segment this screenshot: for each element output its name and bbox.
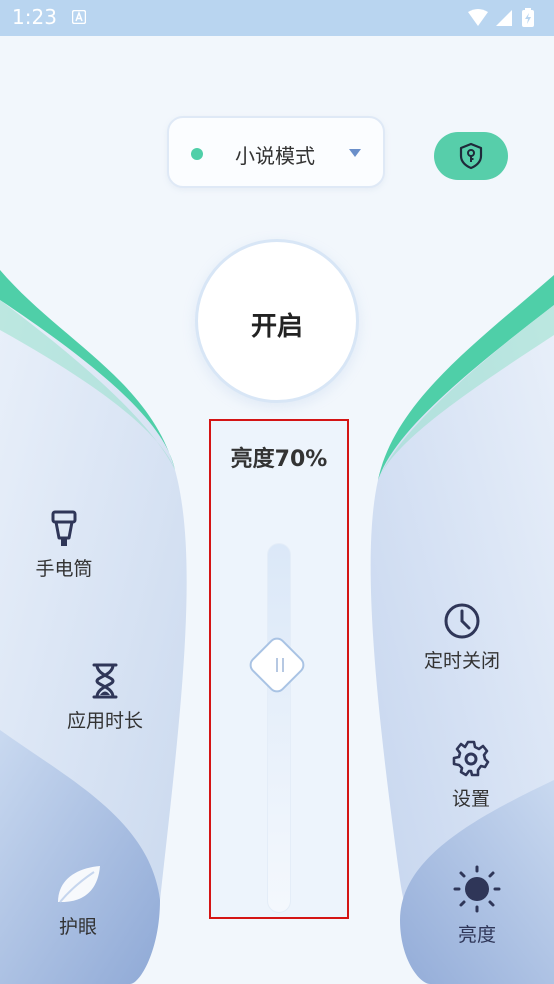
clock-icon xyxy=(444,603,480,639)
leaf-icon xyxy=(58,866,100,903)
brightness-title: 亮度70% xyxy=(230,447,328,472)
shield-key-icon xyxy=(459,142,483,170)
mode-label: 小说模式 xyxy=(235,144,315,168)
mode-status-dot xyxy=(191,148,203,160)
power-toggle-button[interactable]: 开启 xyxy=(195,239,359,403)
app-time-label: 应用时长 xyxy=(66,710,143,732)
notification-icon xyxy=(72,10,86,24)
settings-label: 设置 xyxy=(451,788,490,810)
mode-dropdown[interactable]: 小说模式 xyxy=(167,116,385,188)
timer-off-label: 定时关闭 xyxy=(423,650,500,672)
status-bar: 1:23 xyxy=(0,0,554,36)
slider-grip-icon xyxy=(276,658,284,672)
system-status-icons xyxy=(468,8,534,27)
settings-button[interactable]: 设置 xyxy=(440,740,502,811)
background-waves xyxy=(0,270,554,984)
sun-icon xyxy=(453,865,501,913)
app-time-button[interactable]: 应用时长 xyxy=(58,662,152,733)
power-label: 开启 xyxy=(250,312,303,342)
brightness-tab-label: 亮度 xyxy=(457,924,496,946)
status-time: 1:23 xyxy=(12,5,57,29)
flashlight-icon xyxy=(51,510,77,546)
wifi-icon xyxy=(468,9,488,26)
signal-icon xyxy=(496,10,512,26)
privacy-shield-button[interactable] xyxy=(434,132,508,180)
gear-icon xyxy=(452,740,490,777)
brightness-slider-track[interactable] xyxy=(267,543,291,913)
flashlight-label: 手电筒 xyxy=(35,558,93,580)
timer-off-button[interactable]: 定时关闭 xyxy=(414,602,510,673)
flashlight-button[interactable]: 手电筒 xyxy=(26,510,102,581)
brightness-panel: 亮度70% xyxy=(209,419,349,919)
dropdown-arrow-icon xyxy=(349,149,361,157)
hourglass-icon xyxy=(92,663,118,699)
brightness-tab-button[interactable]: 亮度 xyxy=(446,864,508,947)
eye-care-button[interactable]: 护眼 xyxy=(46,862,110,939)
eye-care-label: 护眼 xyxy=(58,916,97,938)
